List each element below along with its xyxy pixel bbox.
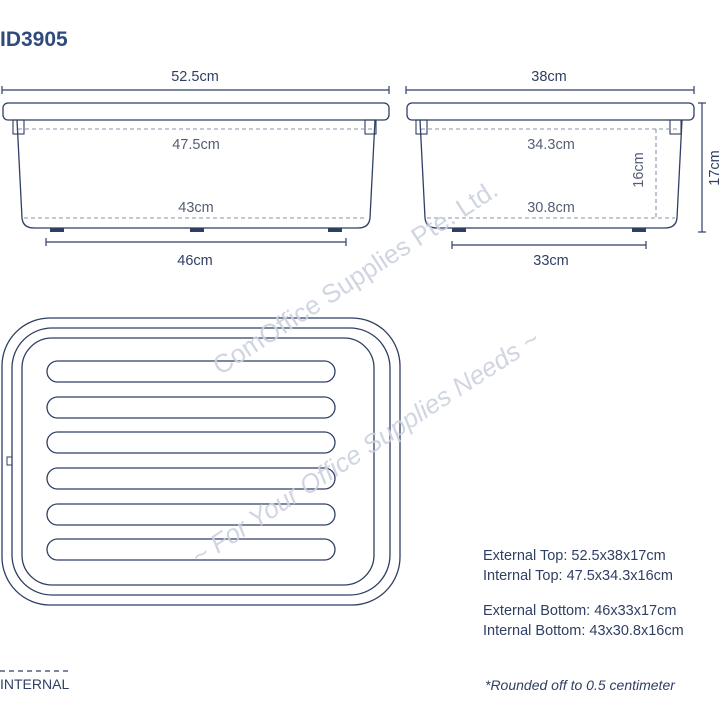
internal-bottom-width-label: 30.8cm — [527, 200, 575, 216]
internal-top-width-label: 34.3cm — [527, 137, 575, 153]
specs-block: External Top: 52.5x38x17cm Internal Top:… — [483, 546, 684, 641]
internal-height-label: 16cm — [631, 152, 647, 187]
end-body — [419, 119, 683, 229]
lid-slot — [46, 467, 336, 490]
product-id-title: ID3905 — [0, 28, 68, 51]
spec-external-bottom: External Bottom: 46x33x17cm — [483, 603, 677, 619]
external-bottom-width-label: 33cm — [533, 253, 568, 269]
lid-slot — [46, 396, 336, 419]
end-lid — [406, 102, 695, 121]
internal-bottom-length-label: 43cm — [178, 200, 213, 216]
side-lid — [2, 102, 390, 121]
end-view: 38cm 34.3cm 30.8cm 16cm 17cm 33cm — [405, 69, 720, 269]
external-height-label: 17cm — [707, 150, 720, 185]
watermark-line1: ComOffice Supplies Pte. Ltd. — [207, 174, 503, 381]
footnote: *Rounded off to 0.5 centimeter — [485, 677, 675, 693]
external-top-length-label: 52.5cm — [171, 69, 219, 85]
lid-slot — [46, 538, 336, 561]
external-bottom-length-label: 46cm — [177, 253, 212, 269]
watermark: ComOffice Supplies Pte. Ltd. ~ For Your … — [186, 174, 545, 571]
spec-internal-top: Internal Top: 47.5x34.3x16cm — [483, 568, 673, 584]
spec-external-top: External Top: 52.5x38x17cm — [483, 548, 666, 564]
top-view-lid — [1, 317, 401, 606]
lid-slot — [46, 431, 336, 454]
internal-top-length-label: 47.5cm — [172, 137, 220, 153]
side-view: 52.5cm 47.5cm 43cm 46cm — [1, 69, 390, 269]
lid-slot — [46, 360, 336, 383]
spec-internal-bottom: Internal Bottom: 43x30.8x16cm — [483, 623, 684, 639]
external-top-width-label: 38cm — [531, 69, 566, 85]
lid-slot — [46, 503, 336, 526]
legend-internal-label: INTERNAL — [0, 676, 70, 692]
